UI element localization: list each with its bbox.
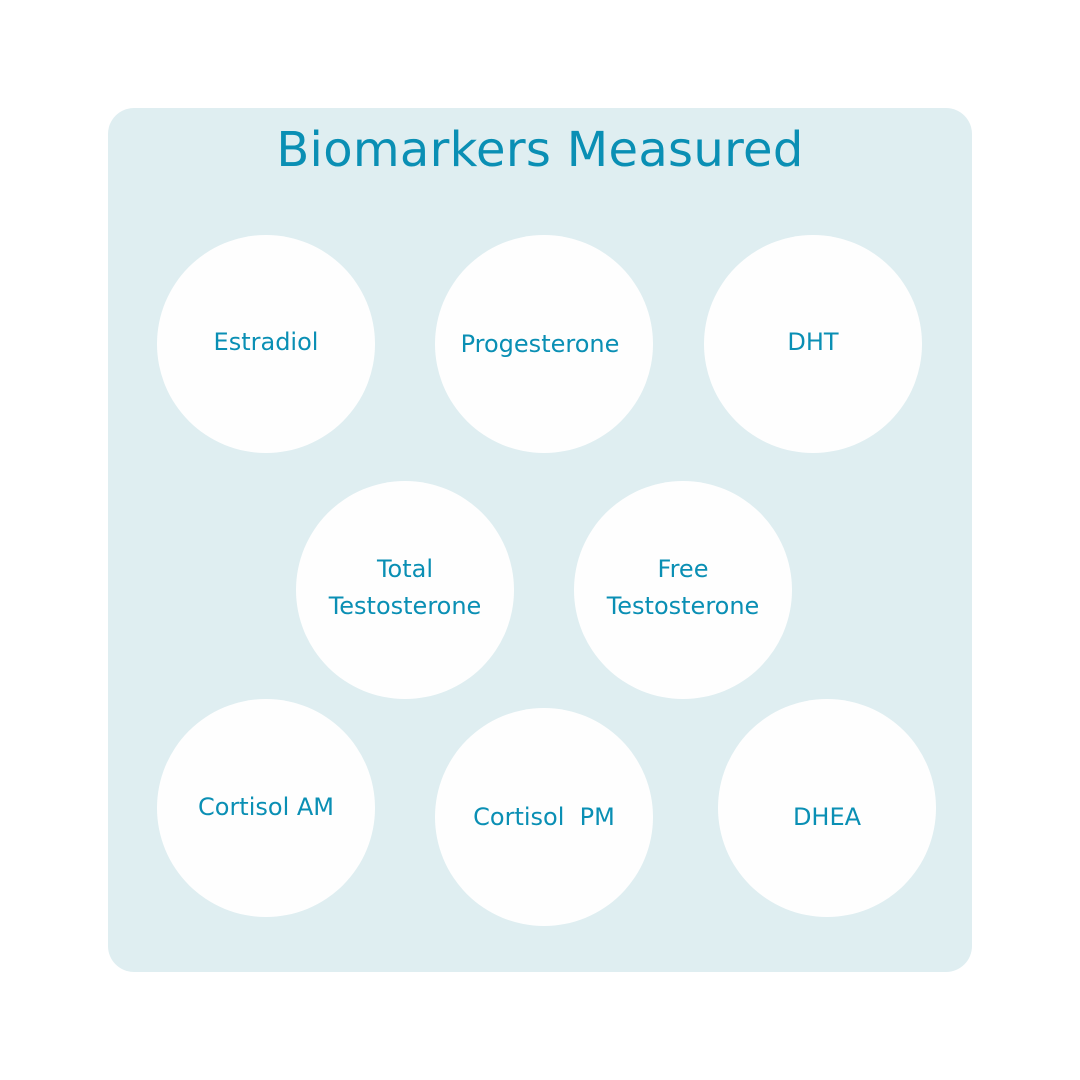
biomarker-label-line: DHEA xyxy=(792,802,862,831)
biomarker-label-line: Free xyxy=(657,555,709,583)
biomarker-circle-cortisol-pm: Cortisol PM xyxy=(435,708,653,926)
biomarker-label: Free Testosterone xyxy=(607,551,760,625)
biomarker-circle-dht: DHT xyxy=(704,235,922,453)
biomarker-label-line: Total xyxy=(376,555,434,583)
biomarker-circle-progesterone: Progesterone xyxy=(435,235,653,453)
biomarker-circle-cortisol-am: Cortisol AM xyxy=(157,699,375,917)
biomarker-label-line: Cortisol PM xyxy=(473,802,615,831)
biomarker-circle-dhea: DHEA xyxy=(718,699,936,917)
biomarker-label: DHEA xyxy=(793,799,861,836)
biomarker-label: Progesterone xyxy=(461,326,620,363)
biomarker-circle-total-testosterone: Total Testosterone xyxy=(296,481,514,699)
biomarker-label: Estradiol xyxy=(214,324,319,361)
biomarker-circle-free-testosterone: Free Testosterone xyxy=(574,481,792,699)
biomarker-label-line: Testosterone xyxy=(328,592,482,620)
page-title: Biomarkers Measured xyxy=(276,122,804,178)
biomarker-label: Total Testosterone xyxy=(329,551,482,625)
biomarker-label: Cortisol PM xyxy=(473,799,615,836)
biomarker-label-line: Estradiol xyxy=(213,327,319,356)
biomarker-circle-estradiol: Estradiol xyxy=(157,235,375,453)
biomarker-label-line: DHT xyxy=(787,327,839,356)
biomarker-label: Cortisol AM xyxy=(198,789,334,826)
biomarker-label-line: Progesterone xyxy=(460,329,620,358)
biomarker-label: DHT xyxy=(787,324,838,361)
biomarker-label-line: Testosterone xyxy=(606,592,760,620)
biomarker-label-line: Cortisol AM xyxy=(198,792,334,821)
